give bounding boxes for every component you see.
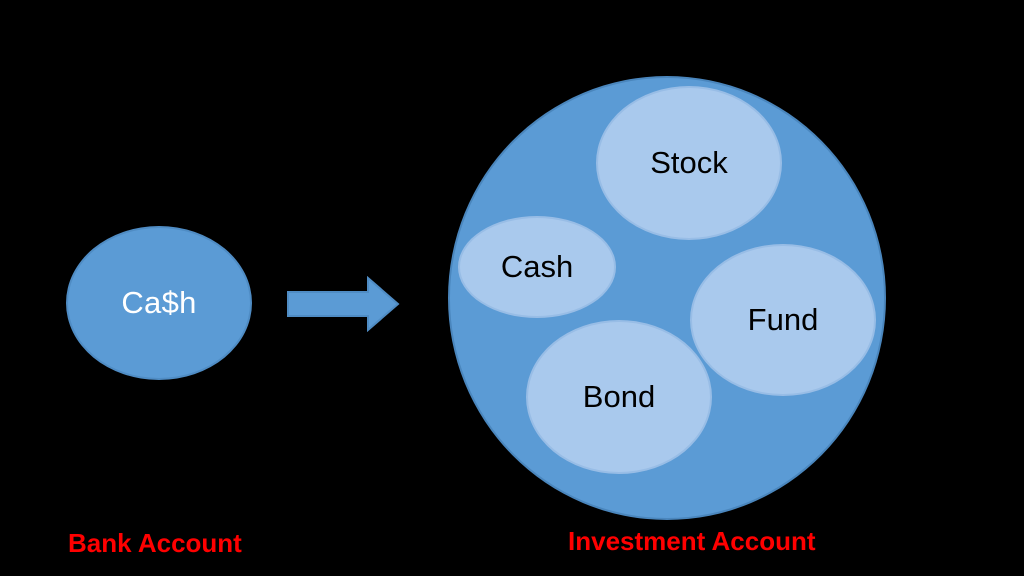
holding-stock-node: Stock (596, 86, 782, 240)
holding-fund-label: Fund (747, 302, 819, 337)
bank-account-caption: Bank Account (68, 528, 242, 558)
holding-bond-label: Bond (582, 379, 656, 414)
investment-account-caption: Investment Account (568, 526, 816, 556)
bank-cash-label: Ca$h (121, 285, 197, 320)
holding-bond-node: Bond (526, 320, 712, 474)
holding-cash-node: Cash (458, 216, 616, 318)
transfer-arrow-icon (287, 276, 400, 332)
holding-cash-label: Cash (500, 249, 574, 284)
bank-cash-node: Ca$h (66, 226, 252, 380)
holding-fund-node: Fund (690, 244, 876, 396)
holding-stock-label: Stock (650, 145, 728, 180)
